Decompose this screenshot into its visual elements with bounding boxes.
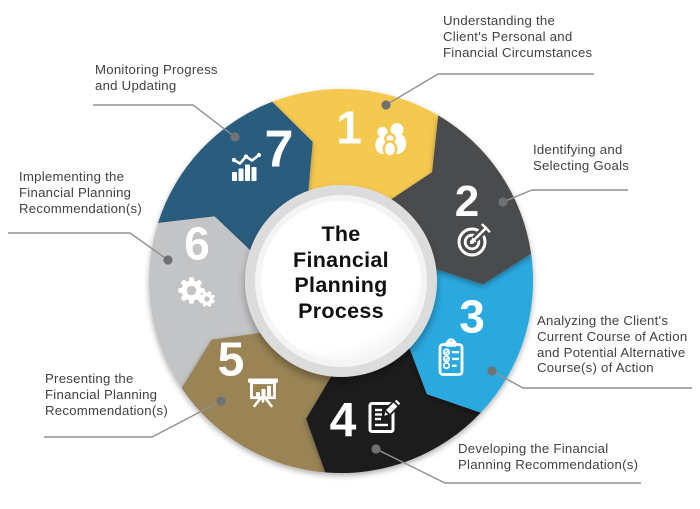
leader-dot-2 [498,197,508,207]
label-segment-1: Understanding the Client's Personal and … [443,13,593,60]
leader-line-1 [385,73,594,106]
segment-7-number: 7 [265,121,294,179]
center-face [261,201,421,361]
center-title: The Financial Planning Process [293,222,389,323]
segment-2-shape [387,115,532,285]
leader-line-4 [375,448,641,484]
clipboard-checklist-icon [438,338,464,376]
center-plate [245,185,437,377]
segment-1-number: 1 [336,102,362,154]
leader-line-3 [491,370,692,389]
leader-line-2 [502,189,628,203]
segment-3-number: 3 [459,291,485,343]
family-icon [375,123,407,158]
gears-icon [178,277,215,307]
document-pencil-icon [368,397,403,433]
leader-line-7 [93,104,236,138]
label-segment-6: Implementing the Financial Planning Reco… [19,169,142,216]
segment-6-number: 6 [184,218,210,270]
segment-1-shape [272,89,439,202]
segment-5-number: 5 [218,333,245,386]
chart-trend-icon [231,152,262,181]
leader-dot-4 [371,444,381,454]
label-segment-3: Analyzing the Client's Current Course of… [537,313,688,376]
presentation-chart-icon [248,378,278,408]
segment-4-number: 4 [330,394,357,447]
leader-dot-7 [230,132,240,142]
leader-dot-1 [381,100,391,110]
target-icon [457,223,491,257]
segment-2-number: 2 [455,177,479,226]
label-segment-4: Developing the Financial Planning Recomm… [458,441,639,472]
leader-dot-5 [216,396,226,406]
label-segment-7: Monitoring Progress and Updating [95,62,218,93]
leader-dot-6 [163,255,173,265]
leader-line-5 [44,400,222,438]
label-segment-2: Identifying and Selecting Goals [533,142,630,173]
label-segment-5: Presenting the Financial Planning Recomm… [45,371,168,418]
leader-lines [8,73,692,484]
leader-dot-3 [487,366,497,376]
leader-line-6 [8,232,169,261]
